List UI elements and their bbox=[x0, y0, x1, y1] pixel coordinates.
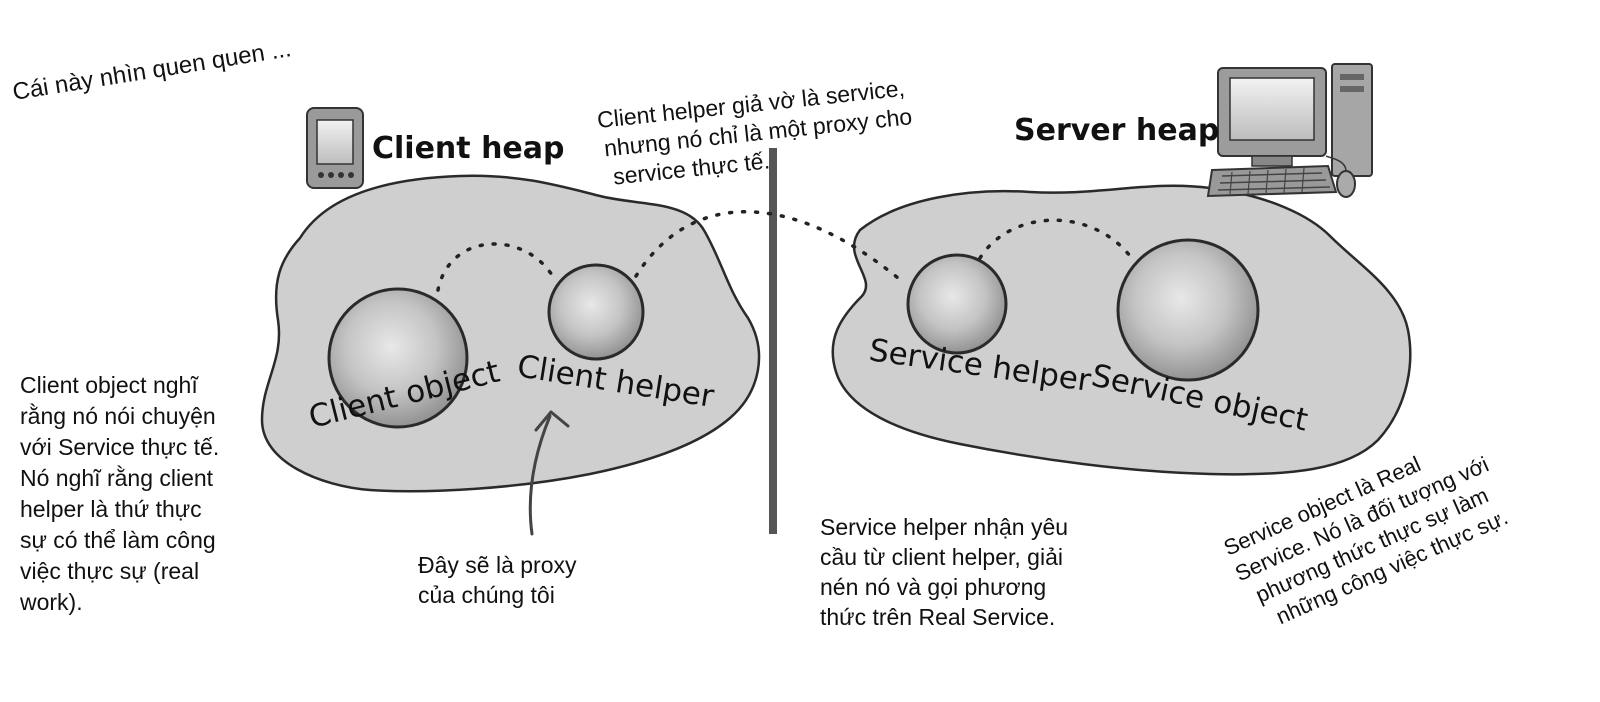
server-heap-title: Server heap bbox=[1014, 113, 1219, 148]
client-heap-title: Client heap bbox=[372, 131, 565, 166]
client-object-note-line-1: Client object nghĩ bbox=[20, 372, 198, 398]
service-object-sphere bbox=[1116, 238, 1260, 382]
desktop-computer-icon bbox=[1206, 63, 1373, 198]
service-helper-note-line-1: Service helper nhận yêu bbox=[820, 514, 1069, 540]
handheld-device-icon bbox=[306, 107, 364, 189]
proxy-note: Đây sẽ là proxy của chúng tôi bbox=[418, 550, 577, 610]
client-object-note-line-7: việc thực sự (real bbox=[20, 558, 200, 584]
proxy-arrow bbox=[528, 414, 552, 536]
service-helper-note-line-3: nén nó và gọi phương bbox=[820, 574, 1047, 600]
client-object-sphere bbox=[327, 287, 469, 429]
client-object-note-line-2: rằng nó nói chuyện bbox=[20, 403, 216, 429]
proxy-arrow-head bbox=[534, 410, 570, 432]
client-object-note-line-6: sự có thể làm công bbox=[20, 527, 216, 553]
link-client-helper-service-helper bbox=[634, 210, 900, 280]
service-helper-note: Service helper nhận yêu cầu từ client he… bbox=[820, 512, 1068, 632]
link-client-object-helper bbox=[436, 242, 558, 292]
proxy-note-line-2: của chúng tôi bbox=[418, 582, 555, 608]
client-helper-sphere bbox=[547, 263, 645, 361]
client-object-note-line-3: với Service thực tế. bbox=[20, 434, 220, 460]
network-divider bbox=[769, 148, 777, 534]
intro-note: Cái này nhìn quen quen ... bbox=[11, 35, 293, 106]
proxy-note-line-1: Đây sẽ là proxy bbox=[418, 552, 577, 578]
client-helper-pretends-note: Client helper giả vờ là service, nhưng n… bbox=[596, 75, 914, 190]
client-object-note-line-5: helper là thứ thực bbox=[20, 496, 202, 522]
service-helper-sphere bbox=[906, 253, 1008, 355]
client-object-note-line-8: work). bbox=[20, 589, 83, 615]
service-helper-note-line-4: thức trên Real Service. bbox=[820, 604, 1056, 630]
service-helper-note-line-2: cầu từ client helper, giải bbox=[820, 544, 1063, 570]
client-object-note-line-4: Nó nghĩ rằng client bbox=[20, 465, 214, 491]
client-object-note: Client object nghĩ rằng nó nói chuyện vớ… bbox=[20, 370, 219, 618]
